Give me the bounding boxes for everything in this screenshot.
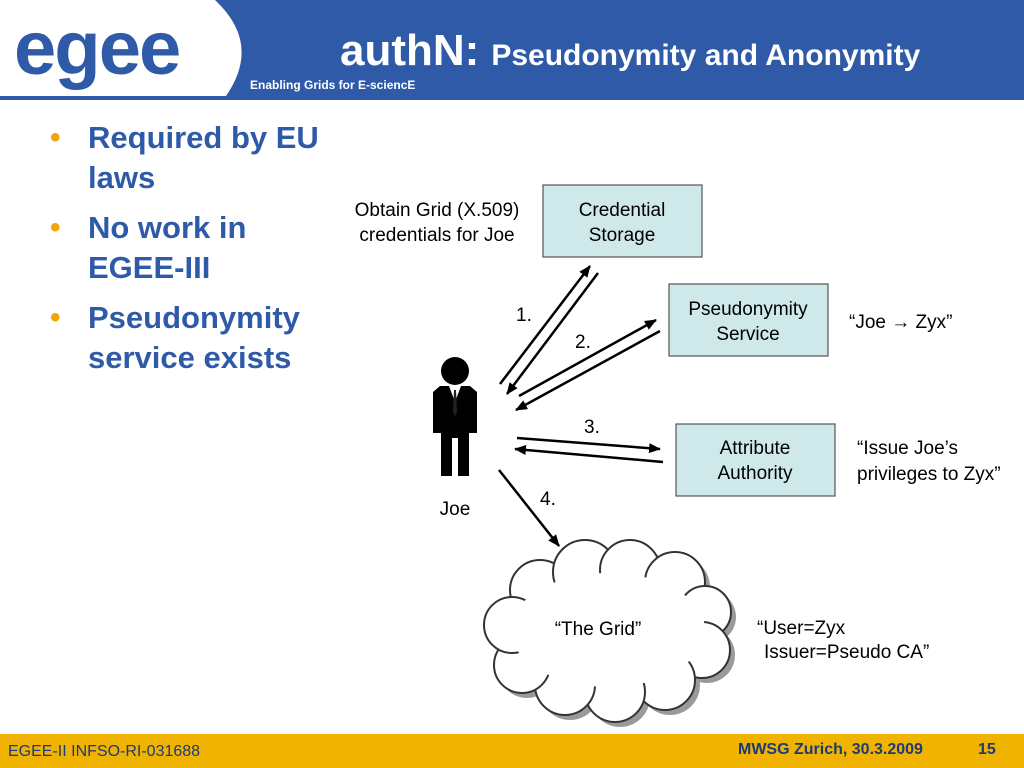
- bullet-text: Required by EU laws: [88, 120, 319, 195]
- step2-label: 2.: [575, 332, 591, 353]
- bullet-text: No work in EGEE-III: [88, 210, 247, 285]
- tagline: Enabling Grids for E-sciencE: [250, 78, 416, 92]
- attribute-authority-box: Attribute Authority: [675, 423, 836, 497]
- bullet-item: • No work in EGEE-III: [48, 208, 338, 288]
- obtain-label-line2: credentials for Joe: [359, 225, 514, 246]
- title-sub: Pseudonymity and Anonymity: [491, 39, 921, 72]
- page-title: authN: Pseudonymity and Anonymity: [340, 26, 920, 76]
- arrow-step2-back: [515, 329, 661, 412]
- footer-bar: [0, 734, 1024, 768]
- credential-label-line1: Credential: [579, 200, 666, 221]
- arrow-step1-out: [499, 265, 591, 385]
- arrow-step2-out: [518, 318, 657, 398]
- footer-event: MWSG Zurich, 30.3.2009: [738, 741, 923, 758]
- arrow-step3-out: [516, 436, 661, 454]
- grid-quote-line2: Issuer=Pseudo CA”: [764, 642, 929, 663]
- pseudonymity-service-box: Pseudonymity Service: [668, 283, 829, 357]
- step1-label: 1.: [516, 305, 532, 326]
- person-icon: [433, 357, 477, 476]
- grid-label: “The Grid”: [555, 619, 642, 640]
- footer-project-id: EGEE-II INFSO-RI-031688: [8, 743, 201, 760]
- bullet-item: • Pseudonymity service exists: [48, 298, 338, 378]
- person-label: Joe: [440, 499, 471, 520]
- attr-label-line1: Attribute: [720, 438, 791, 459]
- title-main: authN:: [340, 26, 480, 75]
- pseudo-quote: “Joe → Zyx”: [849, 312, 952, 333]
- grid-quote-line1: “User=Zyx: [757, 618, 846, 639]
- page-number: 15: [978, 741, 996, 758]
- bullet-dot: •: [50, 211, 61, 244]
- grid-cloud: “The Grid”: [483, 539, 736, 727]
- arrow-step3-back: [514, 444, 664, 464]
- step3-label: 3.: [584, 417, 600, 438]
- arrow-step4: [498, 469, 560, 547]
- bullet-dot: •: [50, 121, 61, 154]
- attr-quote-line1: “Issue Joe’s: [857, 438, 958, 459]
- bullet-text: Pseudonymity service exists: [88, 300, 300, 375]
- bullet-dot: •: [50, 301, 61, 334]
- step4-label: 4.: [540, 489, 556, 510]
- credential-label-line2: Storage: [589, 225, 656, 246]
- obtain-label-line1: Obtain Grid (X.509): [355, 200, 520, 221]
- credential-storage-box: Credential Storage: [542, 184, 703, 258]
- egee-logo: egee: [0, 0, 260, 100]
- logo-text: egee: [14, 6, 179, 91]
- pseudo-label-line2: Service: [716, 324, 779, 345]
- arrow-step1-back: [506, 272, 599, 395]
- bullet-item: • Required by EU laws: [48, 118, 338, 198]
- attr-label-line2: Authority: [718, 463, 793, 484]
- bullet-list: • Required by EU laws • No work in EGEE-II…: [48, 118, 338, 388]
- pseudo-label-line1: Pseudonymity: [688, 299, 808, 320]
- attr-quote-line2: privileges to Zyx”: [857, 464, 1001, 485]
